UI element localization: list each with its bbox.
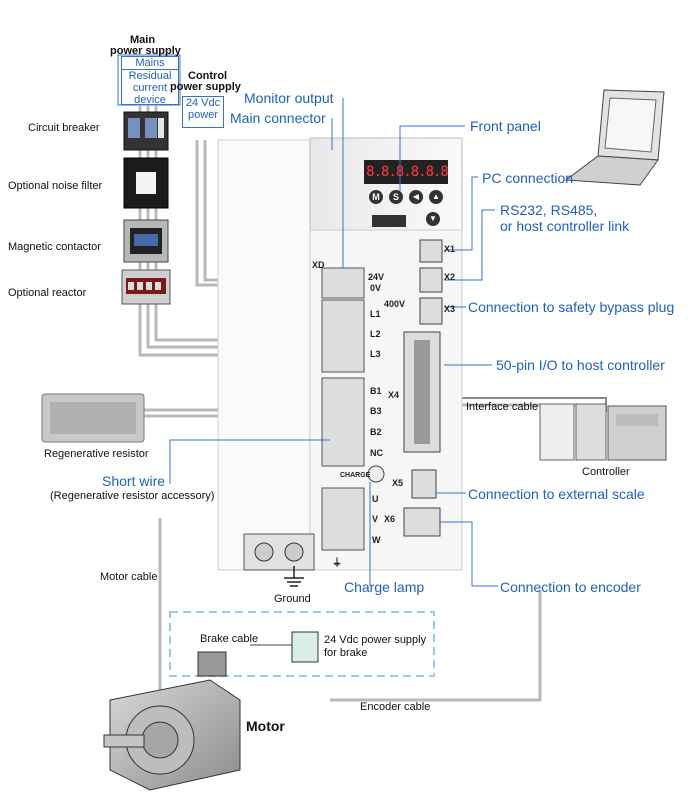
- ground-label: Ground: [274, 593, 311, 605]
- rcd-line2: current: [132, 82, 168, 94]
- rs-callout-line1: RS232, RS485,: [500, 202, 598, 218]
- left-arrow-button[interactable]: ◀: [409, 190, 423, 204]
- port-x6: X6: [384, 514, 396, 524]
- regen-resistor-device: [41, 393, 145, 443]
- terminal-l1: L1: [370, 309, 381, 319]
- controller-image: [539, 403, 667, 461]
- encoder-callout: Connection to encoder: [500, 579, 641, 595]
- monitor-output-callout: Monitor output: [244, 90, 334, 106]
- encoder-cable-label: Encoder cable: [360, 701, 431, 713]
- brake-cable-label: Brake cable: [200, 633, 259, 645]
- terminal-b1: B1: [370, 386, 382, 396]
- terminal-0v: 0V: [370, 283, 382, 293]
- control-24vdc-box: 24 Vdc power: [182, 96, 224, 128]
- terminal-nc: NC: [370, 448, 383, 458]
- rs-callout-line2: or host controller link: [500, 218, 630, 234]
- terminal-v: V: [372, 514, 379, 524]
- front-panel-callout: Front panel: [470, 118, 541, 134]
- rcd-line3: device: [134, 94, 166, 106]
- circuit-breaker-device: [123, 111, 169, 151]
- main-connector-callout: Main connector: [230, 110, 326, 126]
- main-power-supply-title-line1: Main: [130, 34, 156, 46]
- brake-supply-line2: for brake: [324, 647, 368, 659]
- terminal-24v: 24V: [368, 272, 385, 282]
- noise-filter-device: [123, 157, 169, 209]
- noise-filter-label: Optional noise filter: [8, 180, 103, 192]
- terminal-w: W: [372, 535, 381, 545]
- terminal-b2: B2: [370, 427, 382, 437]
- reactor-device: [121, 269, 171, 305]
- brake-supply-line1: 24 Vdc power supply: [324, 634, 427, 646]
- terminal-l2: L2: [370, 329, 381, 339]
- laptop-image: [564, 89, 665, 186]
- magnetic-contactor-device: [123, 219, 169, 263]
- pc-connection-callout: PC connection: [482, 170, 574, 186]
- interface-cable-label: Interface cable: [466, 401, 539, 413]
- terminal-b3: B3: [370, 406, 382, 416]
- motor-image: [103, 651, 241, 791]
- terminal-xd: XD: [312, 260, 325, 270]
- terminal-u: U: [372, 494, 379, 504]
- magnetic-contactor-label: Magnetic contactor: [8, 241, 101, 253]
- motor-cable-label: Motor cable: [100, 571, 158, 583]
- io-callout: 50-pin I/O to host controller: [496, 357, 665, 373]
- brake-supply-device: [197, 631, 319, 663]
- callout-lines: [169, 98, 498, 587]
- port-x5: X5: [392, 478, 404, 488]
- terminal-l3: L3: [370, 349, 381, 359]
- short-wire-note: (Regenerative resistor accessory): [50, 490, 215, 502]
- regen-resistor-label: Regenerative resistor: [44, 448, 149, 460]
- controller-label: Controller: [582, 466, 630, 478]
- external-scale-callout: Connection to external scale: [468, 486, 645, 502]
- port-x2: X2: [444, 272, 456, 282]
- control-power-supply-title-line2: power supply: [170, 81, 241, 93]
- port-x1: X1: [444, 244, 456, 254]
- charge-text: CHARGE: [340, 472, 371, 479]
- terminal-400v: 400V: [384, 299, 406, 309]
- control-box-line2: power: [188, 109, 218, 121]
- control-power-supply-title-line1: Control: [188, 70, 228, 82]
- seven-segment-display: 8.8.8.8.8.8: [366, 164, 449, 180]
- circuit-breaker-label: Circuit breaker: [28, 122, 100, 134]
- charge-lamp-callout: Charge lamp: [344, 579, 425, 595]
- ground-symbol: [284, 566, 304, 587]
- residual-current-device-box: Residual current device: [121, 69, 179, 106]
- short-wire-label: Short wire: [102, 473, 166, 489]
- main-power-supply-title-line2: power supply: [110, 45, 181, 57]
- rcd-line1: Residual: [128, 70, 172, 82]
- safety-bypass-callout: Connection to safety bypass plug: [468, 299, 675, 315]
- servo-drive-body: [217, 137, 463, 571]
- motor-label: Motor: [246, 718, 285, 734]
- set-button[interactable]: S: [389, 190, 403, 204]
- down-arrow-button[interactable]: ▼: [426, 212, 440, 226]
- mode-button[interactable]: M: [369, 190, 383, 204]
- port-x4: X4: [388, 390, 400, 400]
- port-x3: X3: [444, 304, 456, 314]
- mains-box: Mains: [121, 56, 179, 70]
- supply-stack-frame: [117, 54, 181, 106]
- reactor-label: Optional reactor: [8, 287, 87, 299]
- control-box-line1: 24 Vdc: [185, 97, 221, 109]
- up-arrow-button[interactable]: ▲: [429, 190, 443, 204]
- earth-terminal-icon: ⏚: [332, 558, 342, 569]
- brake-option-frame: [169, 611, 435, 677]
